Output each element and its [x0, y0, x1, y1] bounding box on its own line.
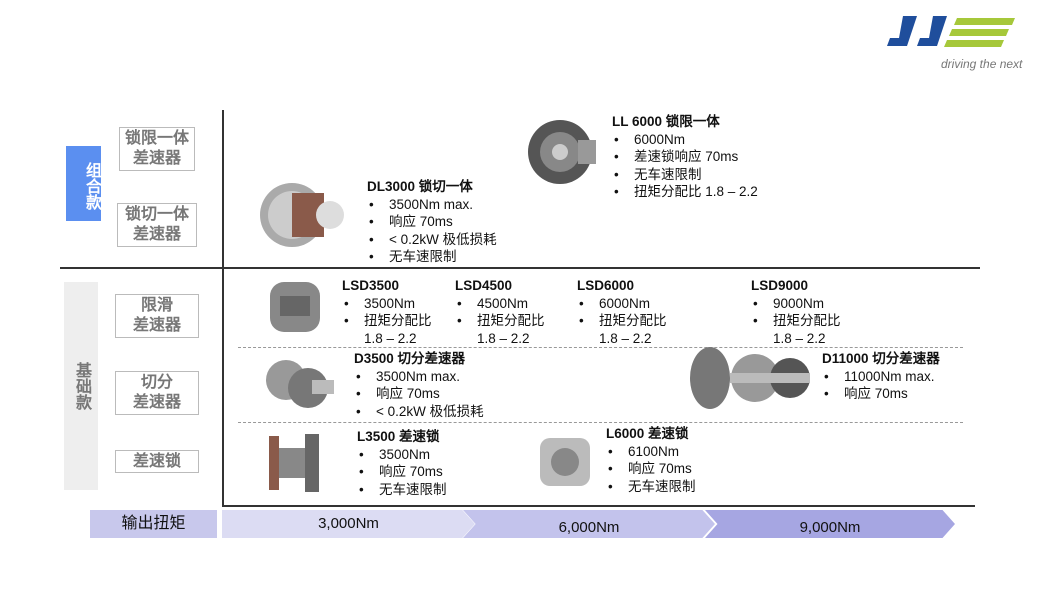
product-d3500: D3500 切分差速器3500Nm max.响应 70ms< 0.2kW 极低损…: [354, 350, 484, 420]
logo: driving the next: [885, 14, 1045, 71]
category-lock-disconnect: 锁切一体差速器: [117, 203, 197, 247]
product-l3500: L3500 差速锁3500Nm响应 70ms无车速限制: [357, 428, 447, 498]
vertical-divider: [222, 110, 224, 506]
product-d11000: D11000 切分差速器11000Nm max.响应 70ms: [822, 350, 940, 403]
product-dl3000: DL3000 锁切一体3500Nm max.响应 70ms< 0.2kW 极低损…: [367, 178, 497, 266]
jje-logo-icon: [887, 16, 1015, 47]
torque-step-3000: 3,000Nm: [222, 510, 475, 538]
product-lsd4500: LSD45004500Nm扭矩分配比 1.8 – 2.2: [455, 277, 560, 347]
bottom-divider: [222, 505, 975, 507]
product-image-d11000: [690, 347, 810, 409]
product-image-dl3000: [260, 183, 344, 247]
row-divider: [238, 347, 963, 348]
logo-tagline: driving the next: [941, 57, 1023, 71]
product-l6000: L6000 差速锁6100Nm响应 70ms无车速限制: [606, 425, 696, 495]
group-basic-label: 基础款: [64, 282, 98, 490]
product-lsd3500: LSD35003500Nm扭矩分配比 1.8 – 2.2: [342, 277, 447, 347]
product-ll6000: LL 6000 锁限一体6000Nm差速锁响应 70ms无车速限制扭矩分配比 1…: [612, 113, 758, 201]
product-lsd9000: LSD90009000Nm扭矩分配比 1.8 – 2.2: [751, 277, 856, 347]
product-image-ll6000: [528, 120, 596, 184]
category-disconnect: 切分差速器: [115, 371, 199, 415]
category-limited-slip: 限滑差速器: [115, 294, 199, 338]
product-lsd6000: LSD60006000Nm扭矩分配比 1.8 – 2.2: [577, 277, 682, 347]
product-image-lsd3500: [270, 282, 320, 332]
product-image-d3500: [266, 360, 334, 408]
torque-step-6000: 6,000Nm: [463, 510, 715, 538]
horizontal-divider: [60, 267, 980, 269]
product-image-l3500: [269, 434, 319, 492]
torque-axis-label: 输出扭矩: [90, 510, 217, 538]
group-combo-label: 组合款: [66, 146, 101, 221]
row-divider: [238, 422, 963, 423]
torque-step-9000: 9,000Nm: [705, 510, 955, 538]
category-limited-slip-label: 限滑差速器: [133, 297, 182, 334]
category-diff-lock: 差速锁: [115, 450, 199, 473]
category-lock-limited: 锁限一体差速器: [119, 127, 195, 171]
product-image-l6000: [540, 438, 590, 486]
